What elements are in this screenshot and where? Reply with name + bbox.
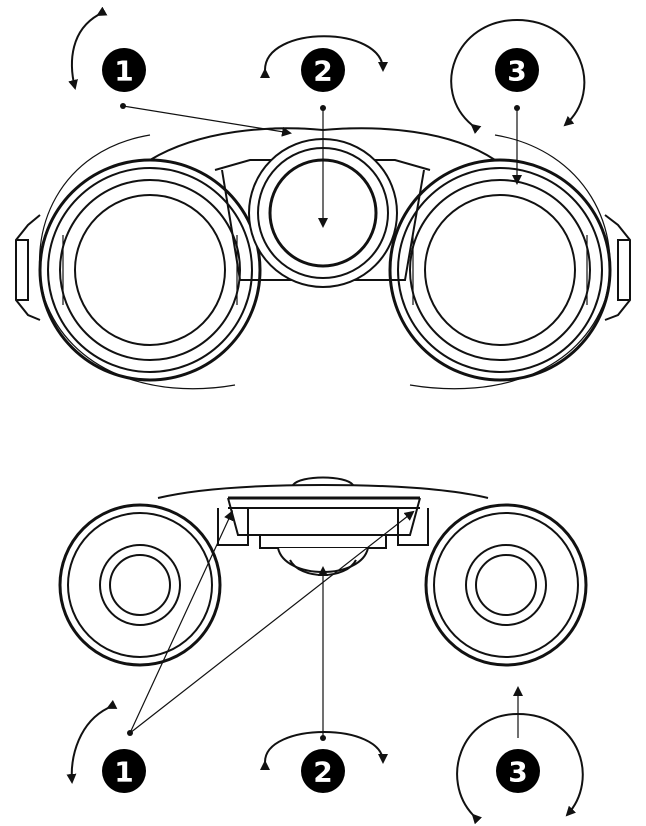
callout-2-bottom-label: 2 — [313, 756, 332, 789]
callout-2-top: 2 — [301, 48, 345, 92]
top-binoculars — [15, 127, 631, 390]
bottom-leader-lines — [127, 510, 523, 741]
bottom-binoculars — [58, 476, 588, 667]
bottom-rotation-arrows — [66, 699, 584, 825]
callout-1-top-label: 1 — [114, 55, 133, 88]
leader-1-top — [122, 105, 292, 137]
rotation-arrow-1-bottom — [66, 699, 118, 784]
callout-1-bottom: 1 — [102, 749, 146, 793]
rotation-arrow-1-top — [68, 6, 108, 90]
callout-2-bottom: 2 — [301, 749, 345, 793]
callout-3-top-label: 3 — [507, 55, 526, 88]
leader-1b-bottom — [129, 510, 415, 734]
callout-1-bottom-label: 1 — [114, 756, 133, 789]
top-leader-lines — [120, 103, 522, 228]
top-rotation-arrows — [68, 6, 586, 134]
callout-3-top: 3 — [495, 48, 539, 92]
callout-2-top-label: 2 — [313, 55, 332, 88]
rotation-arrow-2-top — [259, 35, 388, 79]
leader-1a-bottom — [129, 510, 234, 734]
rotation-arrow-3-top — [450, 18, 586, 134]
callout-3-bottom: 3 — [496, 749, 540, 793]
callout-3-bottom-label: 3 — [508, 756, 527, 789]
rotation-arrow-2-bottom — [259, 731, 388, 771]
rotation-arrow-3-bottom — [456, 712, 584, 825]
callout-1-top: 1 — [102, 48, 146, 92]
